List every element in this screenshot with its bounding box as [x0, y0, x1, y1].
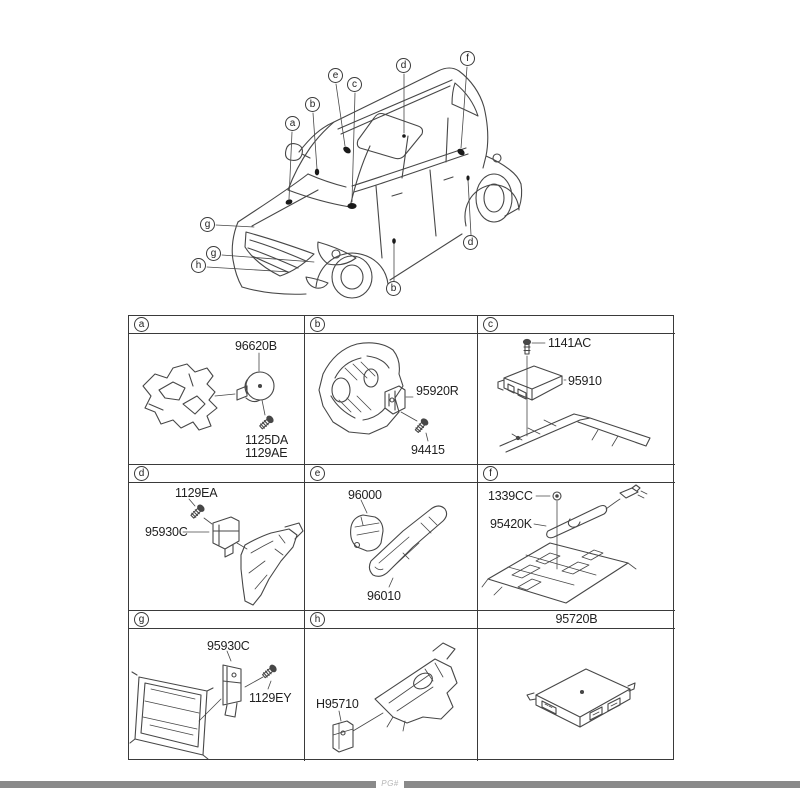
cell-callout-h: h: [310, 612, 325, 627]
callout-e: e: [328, 68, 343, 83]
cell-body: [478, 629, 675, 761]
callout-letter: g: [210, 247, 217, 259]
callout-letter: f: [489, 467, 492, 479]
cell-header: d: [129, 465, 304, 483]
radiator-support-sensor-illustration: [129, 650, 277, 760]
car-overview-drawing: [206, 66, 523, 299]
callout-letter: g: [138, 613, 145, 625]
cell-callout-c: c: [483, 317, 498, 332]
callout-letter: d: [400, 59, 407, 71]
part-number: 1339CC: [488, 489, 533, 503]
callout-d: d: [396, 58, 411, 73]
part-number: H95710: [316, 697, 359, 711]
cell-header: f: [478, 465, 675, 483]
part-number: 95420K: [490, 517, 532, 531]
cell-header: 95720B: [478, 611, 675, 629]
grid-cell-a: a: [129, 316, 305, 465]
callout-letter: h: [195, 259, 202, 271]
callout-a: a: [285, 116, 300, 131]
callout-letter: a: [138, 318, 145, 330]
part-number: 95930C: [145, 525, 188, 539]
callout-letter: d: [138, 467, 145, 479]
smart-key-illustration: [350, 499, 448, 588]
grid-cell-h: h H95710: [305, 611, 478, 761]
part-number: 1129EY: [249, 691, 292, 705]
callout-b: b: [305, 97, 320, 112]
grid-cell-e: e 96000 96010: [305, 465, 478, 611]
part-number: 1129AE: [245, 446, 288, 460]
cell-body: 95930C 1129EY: [129, 629, 304, 761]
footer-watermark-text: PG#: [381, 779, 399, 788]
cell-header: h: [305, 611, 477, 629]
part-number: 1141AC: [548, 336, 592, 350]
cell-callout-d: d: [134, 466, 149, 481]
front-impact-sensor-illustration: [182, 498, 304, 606]
cell-callout-a: a: [134, 317, 149, 332]
cell-header: a: [129, 316, 304, 334]
callout-letter: b: [309, 98, 316, 110]
callout-h: h: [191, 258, 206, 273]
cell-body: 1129EA 95930C: [129, 483, 304, 610]
part-number: 96010: [367, 589, 401, 603]
callout-d2: d: [463, 235, 478, 250]
part-number: 1129EA: [175, 486, 218, 500]
part-number: 95930C: [207, 639, 250, 653]
part-number: 96000: [348, 488, 382, 502]
cell-callout-b: b: [310, 317, 325, 332]
cell-body: 1339CC 95420K: [478, 483, 675, 610]
grid-cell-f: f: [478, 465, 675, 611]
cell-body: 95920R 94415: [305, 334, 477, 464]
callout-letter: e: [314, 467, 321, 479]
callout-letter: g: [204, 218, 211, 230]
control-module-illustration: [526, 668, 636, 728]
callout-letter: f: [466, 52, 469, 64]
callout-letter: h: [314, 613, 321, 625]
grid-cell-c: c: [478, 316, 675, 465]
cell-header: c: [478, 316, 675, 334]
callout-letter: b: [390, 282, 397, 294]
callout-f: f: [460, 51, 475, 66]
grid-cell-d: d: [129, 465, 305, 611]
footer-bar-right: [404, 781, 800, 788]
part-number: 94415: [411, 443, 445, 457]
cell-body: H95710: [305, 629, 477, 761]
cell-callout-e: e: [310, 466, 325, 481]
cell-body: 1141AC 95910: [478, 334, 675, 464]
cell-header: e: [305, 465, 477, 483]
callout-letter: c: [488, 318, 493, 330]
part-number: 95920R: [416, 384, 459, 398]
grid-cell-g: g: [129, 611, 305, 761]
cell-header: b: [305, 316, 477, 334]
cell-callout-f: f: [483, 466, 498, 481]
parts-grid: a: [128, 315, 675, 761]
callout-g2: g: [206, 246, 221, 261]
footer-divider-bar: [0, 781, 800, 788]
cell-header: g: [129, 611, 304, 629]
part-number: 96620B: [235, 339, 277, 353]
part-number: 1125DA: [245, 433, 289, 447]
part-number: 95910: [568, 374, 602, 388]
antenna-illustration: [481, 484, 648, 604]
callout-letter: d: [467, 236, 474, 248]
cell-title-part-number: 95720B: [555, 612, 598, 626]
callout-letter: c: [352, 78, 357, 90]
grid-cell-95720b: 95720B: [478, 611, 675, 761]
cell-callout-g: g: [134, 612, 149, 627]
callout-c: c: [347, 77, 362, 92]
cell-body: 96000 96010: [305, 483, 477, 610]
callout-letter: b: [314, 318, 321, 330]
callout-letter: e: [332, 69, 339, 81]
cell-body: 96620B 1125DA 1129AE: [129, 334, 304, 464]
callout-letter: a: [289, 117, 296, 129]
grid-cell-b: b: [305, 316, 478, 465]
airbag-module-illustration: [497, 338, 651, 453]
horn-illustration: [142, 352, 275, 431]
footer-bar-left: [0, 781, 376, 788]
fender-apron-sensor-illustration: [332, 642, 458, 753]
side-impact-sensor-illustration: [318, 342, 429, 442]
callout-g1: g: [200, 217, 215, 232]
callout-b2: b: [386, 281, 401, 296]
